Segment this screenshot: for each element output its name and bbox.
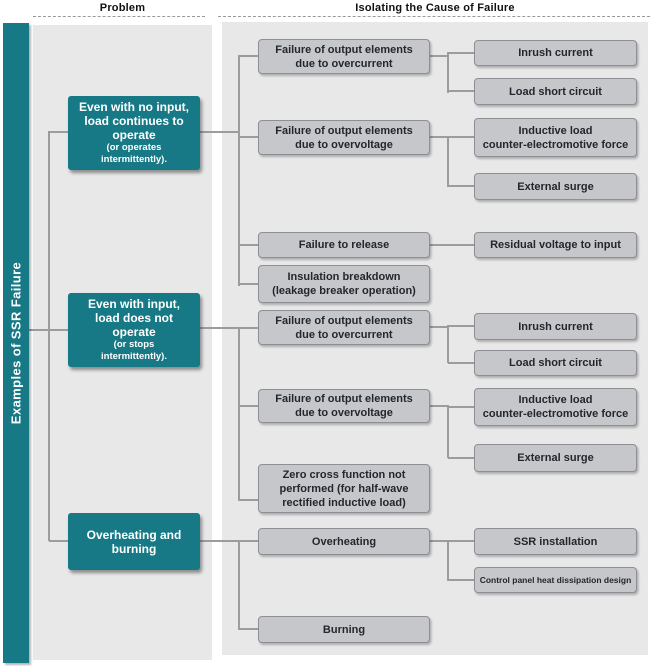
connector-line [448,52,474,54]
connector-line [49,131,68,133]
connector-line [240,283,258,285]
connector-line [238,540,240,630]
connector-line [29,329,68,331]
problem-main-text: Even with no input, load continues to op… [79,100,189,142]
connector-line [49,540,68,542]
subcause-ssr-installation: SSR installation [474,528,637,555]
connector-line [447,325,449,363]
problem-main-text: Even with input, load does not operate [88,297,180,339]
connector-line [240,628,258,630]
connector-line [240,55,258,57]
cause-output-failure-overvoltage-1: Failure of output elements due to overvo… [258,120,430,155]
connector-line [430,540,449,542]
connector-line [448,540,474,542]
connector-line [200,131,240,133]
connector-line [448,457,474,459]
connector-line [448,362,474,364]
divider-dashed-right [218,16,650,17]
cause-failure-to-release: Failure to release [258,232,430,258]
subcause-control-panel-heat-design: Control panel heat dissipation design [474,567,637,593]
connector-line [238,327,240,501]
connector-line [200,327,258,329]
problem-no-input-load-operates: Even with no input, load continues to op… [68,96,200,170]
problem-sub-text: (or stops intermittently). [101,339,167,362]
connector-line [430,326,449,328]
cause-zero-cross-not-performed: Zero cross function not performed (for h… [258,464,430,513]
cause-insulation-breakdown: Insulation breakdown (leakage breaker op… [258,265,430,303]
connector-line [448,406,474,408]
problem-with-input-load-not-operate: Even with input, load does not operate (… [68,293,200,367]
connector-line [430,136,449,138]
connector-line [430,55,449,57]
connector-line [448,185,474,187]
problem-main-text: Overheating and burning [86,527,182,556]
connector-line [447,540,449,581]
connector-line [448,136,474,138]
connector-line [240,405,258,407]
sidebar-label: Examples of SSR Failure [8,261,24,425]
connector-line [430,244,474,246]
cause-burning: Burning [258,616,430,643]
connector-line [430,405,449,407]
connector-line [447,52,449,93]
connector-line [240,136,258,138]
divider-dashed-left [33,16,205,17]
sidebar-examples-of-ssr-failure: Examples of SSR Failure [3,23,29,663]
cause-column-header: Isolating the Cause of Failure [355,2,515,14]
subcause-inductive-load-cemf-1: Inductive load counter-electromotive for… [474,118,637,157]
problem-column-header: Problem [99,2,146,14]
connector-line [448,325,474,327]
cause-overheating: Overheating [258,528,430,555]
subcause-inrush-current-1: Inrush current [474,40,637,66]
connector-line [447,405,449,458]
subcause-external-surge-2: External surge [474,444,637,472]
connector-line [238,55,240,286]
cause-output-failure-overvoltage-2: Failure of output elements due to overvo… [258,389,430,423]
subcause-external-surge-1: External surge [474,173,637,200]
connector-line [448,579,474,581]
connector-line [240,499,258,501]
problem-sub-text: (or operates intermittently). [101,142,167,165]
subcause-residual-voltage-to-input: Residual voltage to input [474,232,637,258]
cause-output-failure-overcurrent-1: Failure of output elements due to overcu… [258,39,430,74]
connector-line [448,90,474,92]
subcause-load-short-circuit-2: Load short circuit [474,350,637,376]
cause-output-failure-overcurrent-2: Failure of output elements due to overcu… [258,310,430,345]
connector-line [240,244,258,246]
problem-overheating-burning: Overheating and burning [68,513,200,570]
subcause-inductive-load-cemf-2: Inductive load counter-electromotive for… [474,388,637,426]
subcause-load-short-circuit-1: Load short circuit [474,78,637,105]
subcause-inrush-current-2: Inrush current [474,313,637,340]
connector-line [48,131,50,541]
connector-line [200,540,258,542]
connector-line [447,136,449,187]
